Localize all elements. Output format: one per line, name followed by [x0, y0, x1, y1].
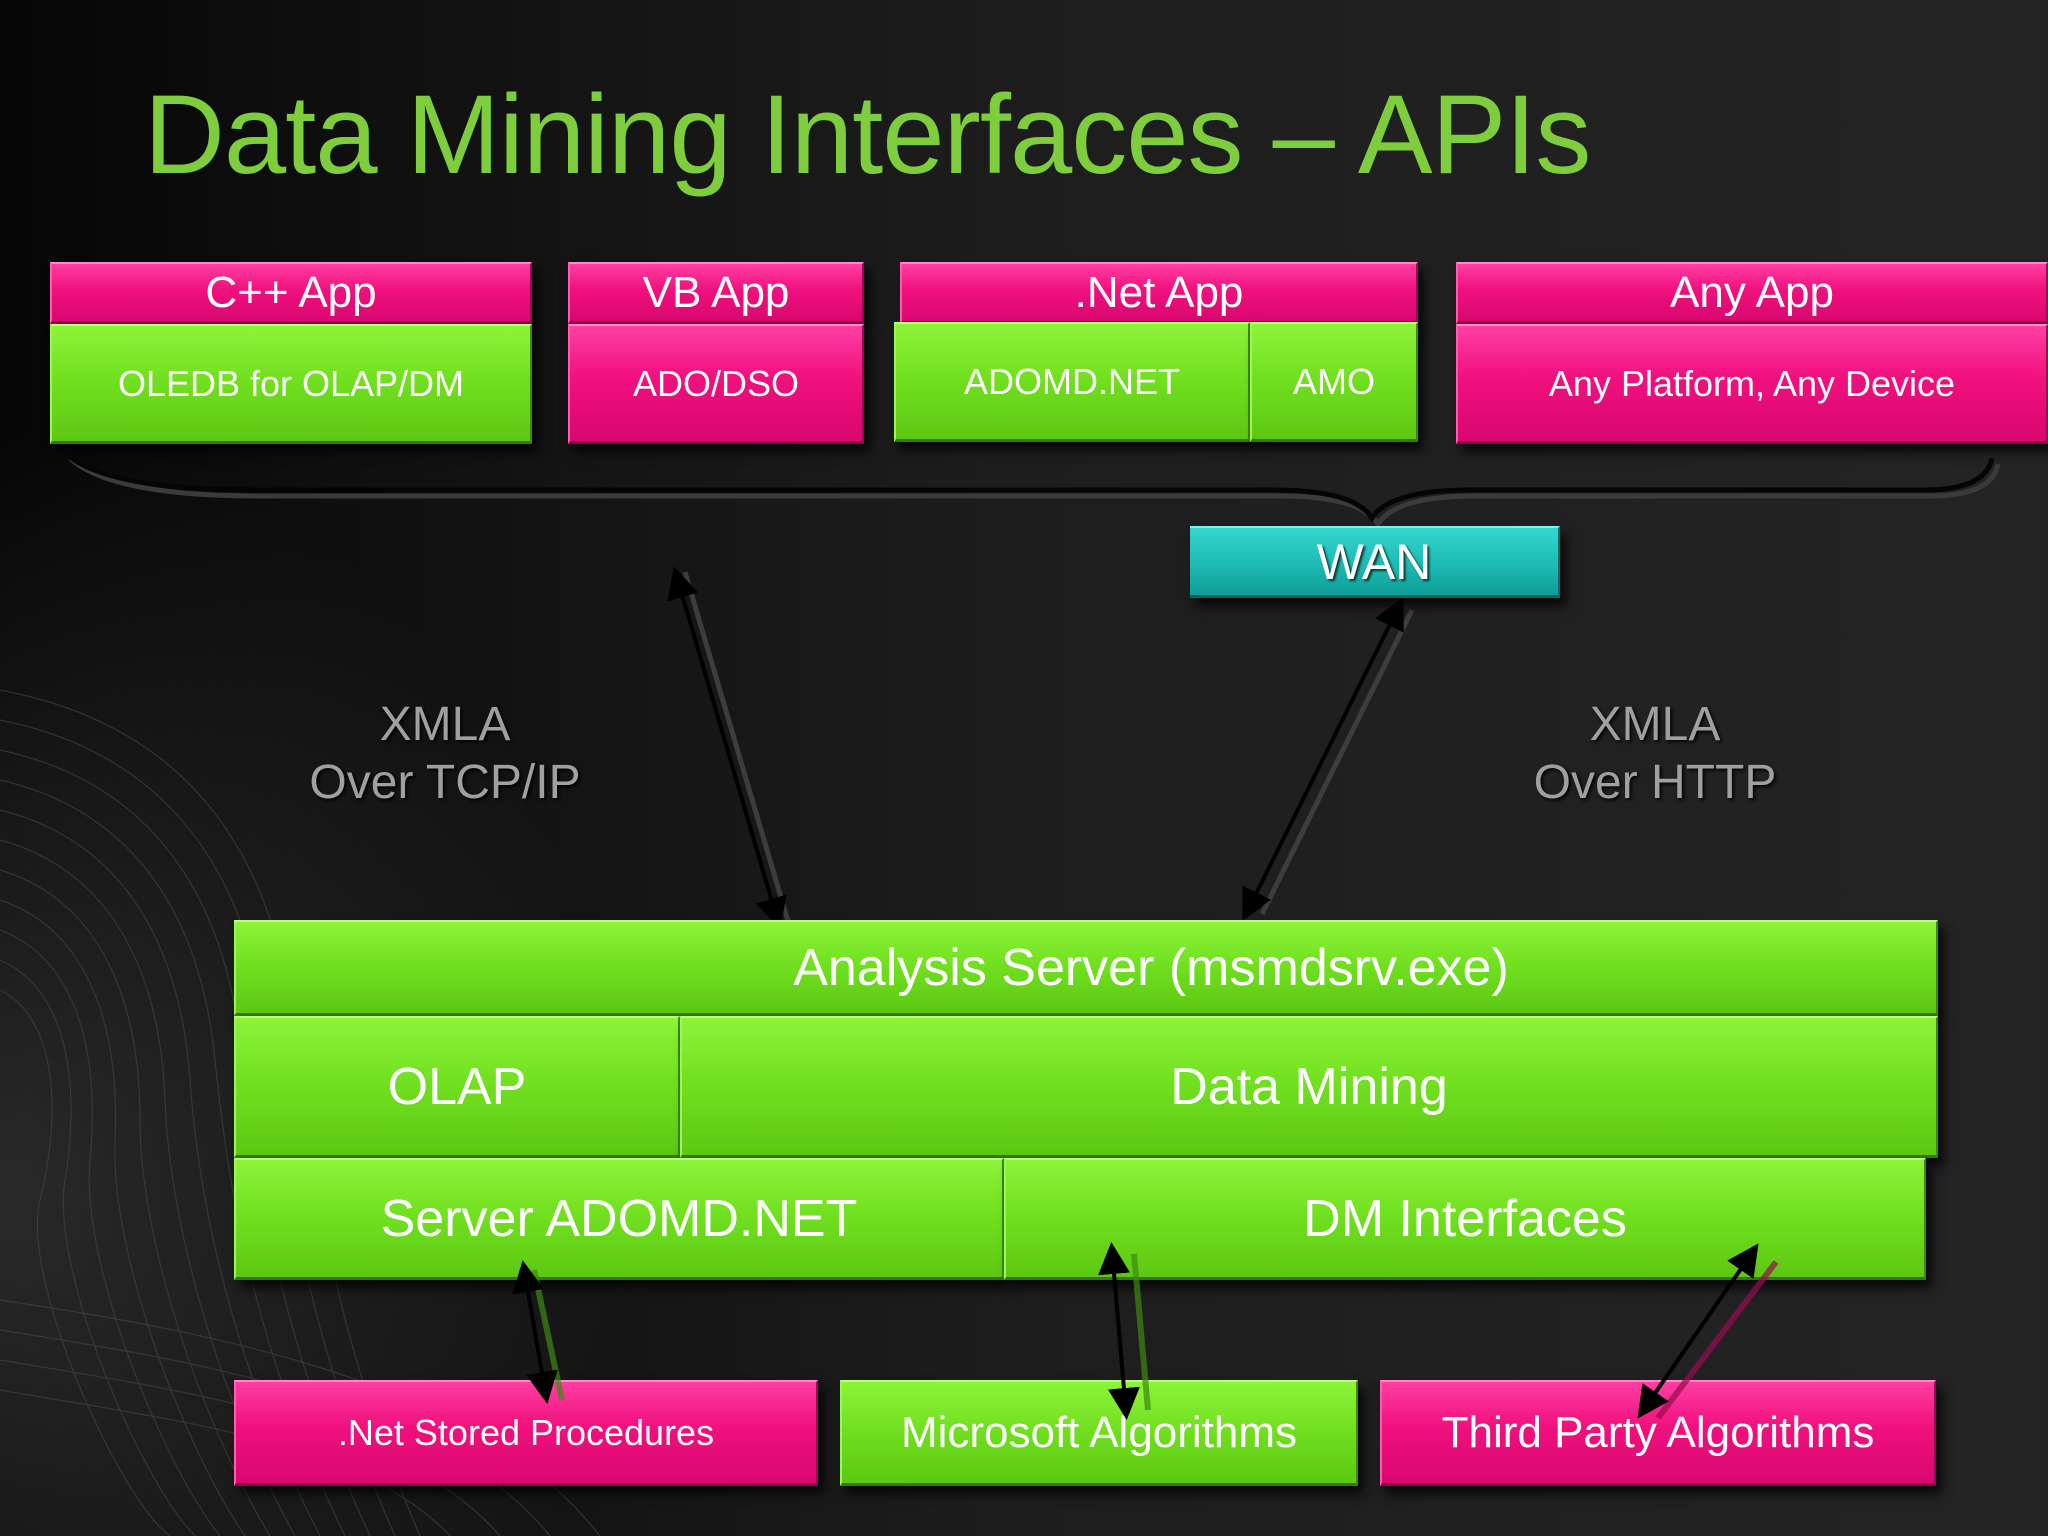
dm-interfaces-box: DM Interfaces	[1004, 1158, 1926, 1280]
oledb-box: OLEDB for OLAP/DM	[50, 324, 532, 444]
any-platform-box: Any Platform, Any Device	[1456, 324, 2048, 444]
third-party-arrow-shadow	[1655, 1260, 1779, 1420]
client-brace	[62, 450, 1995, 523]
ado-dso-box: ADO/DSO	[568, 324, 864, 444]
analysis-server-box: Analysis Server (msmdsrv.exe)	[234, 920, 1938, 1016]
stored-proc-arrow	[512, 1260, 558, 1404]
tcp-protocol-line1: XMLA	[379, 698, 511, 751]
stored-proc-arrow-shadow	[531, 1269, 565, 1401]
data-mining-box: Data Mining	[680, 1016, 1938, 1158]
ms-algorithms-arrow	[1098, 1242, 1140, 1420]
server-adomd-net-box: Server ADOMD.NET	[234, 1158, 1004, 1280]
http-protocol-label: XMLA Over HTTP	[1460, 696, 1850, 812]
vb-app-box: VB App	[568, 262, 864, 324]
http-protocol-line1: XMLA	[1589, 698, 1721, 751]
cpp-app-box: C++ App	[50, 262, 532, 324]
adomd-net-client-box: ADOMD.NET	[894, 322, 1250, 442]
ms-algorithms-arrow-shadow	[1131, 1253, 1151, 1411]
http-arrow	[1242, 596, 1404, 922]
amo-box: AMO	[1250, 322, 1418, 442]
wan-box: WAN	[1190, 526, 1560, 598]
tcp-protocol-line2: Over TCP/IP	[309, 756, 581, 809]
net-app-box: .Net App	[900, 262, 1418, 324]
page-title: Data Mining Interfaces – APIs	[144, 72, 1591, 197]
tcp-protocol-label: XMLA Over TCP/IP	[250, 696, 640, 812]
third-party-arrow	[1637, 1243, 1759, 1419]
olap-box: OLAP	[234, 1016, 680, 1158]
http-protocol-line2: Over HTTP	[1533, 756, 1777, 809]
tcp-arrow	[667, 566, 787, 930]
any-app-box: Any App	[1456, 262, 2048, 324]
